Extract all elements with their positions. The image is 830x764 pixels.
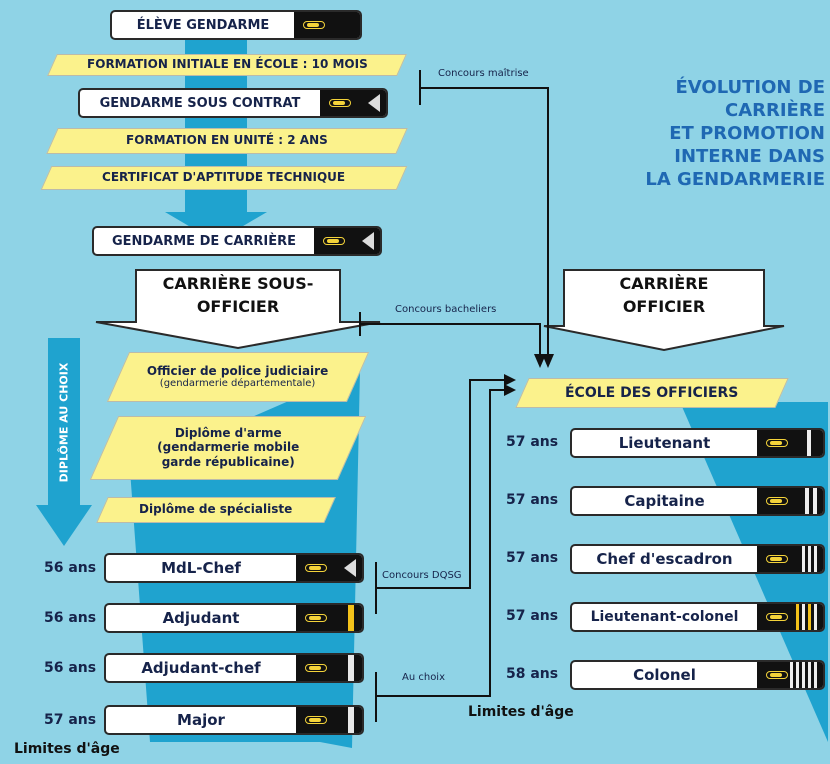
rank-lieutenant: Lieutenant xyxy=(570,428,825,458)
age-limit: 57 ans xyxy=(506,434,559,450)
insignia-icon xyxy=(757,430,823,456)
age-limit: 57 ans xyxy=(506,492,559,508)
diplome-au-choix-label: DIPLÔME AU CHOIX xyxy=(57,362,71,483)
diagram-title: ÉVOLUTION DE CARRIÈRE ET PROMOTION INTER… xyxy=(560,76,825,191)
concours-au-choix-label: Au choix xyxy=(402,672,446,683)
arrowhead-au-choix xyxy=(504,384,516,396)
diplome-arrow-shaft xyxy=(48,338,80,510)
training-banner: FORMATION INITIALE EN ÉCOLE : 10 MOIS xyxy=(47,54,407,76)
rank-adjudant-chef: Adjudant-chef xyxy=(104,653,364,683)
insignia-icon xyxy=(320,90,386,116)
concours-dqsg-label: Concours DQSG xyxy=(382,570,462,581)
diplome-specialiste-label: Diplôme de spécialiste xyxy=(139,502,293,517)
age-limit: 57 ans xyxy=(506,550,559,566)
header-carriere-sous-officier: CARRIÈRE SOUS-OFFICIER xyxy=(162,274,314,316)
rank-eleve-gendarme: ÉLÈVE GENDARME xyxy=(110,10,362,40)
arrowhead-maitrise xyxy=(542,354,554,368)
training-banner: FORMATION EN UNITÉ : 2 ANS xyxy=(46,128,408,154)
rank-label: Major xyxy=(177,711,225,729)
insignia-icon xyxy=(757,488,823,514)
rank-major: Major xyxy=(104,705,364,735)
training-label: FORMATION EN UNITÉ : 2 ANS xyxy=(126,133,328,148)
diplome-arme-line2: (gendarmerie mobile xyxy=(156,440,300,455)
title-line: CARRIÈRE xyxy=(724,100,825,121)
insignia-icon xyxy=(296,605,362,631)
concours-maitrise-label: Concours maîtrise xyxy=(438,68,529,79)
title-line: ÉVOLUTION DE xyxy=(675,77,825,98)
training-label: FORMATION INITIALE EN ÉCOLE : 10 MOIS xyxy=(86,57,368,72)
ecole-des-officiers-label: ÉCOLE DES OFFICIERS xyxy=(565,384,739,401)
rank-capitaine: Capitaine xyxy=(570,486,825,516)
title-line: LA GENDARMERIE xyxy=(645,169,825,190)
rank-label: ÉLÈVE GENDARME xyxy=(136,17,270,33)
insignia-icon xyxy=(314,228,380,254)
diplome-opj-text: Officier de police judiciaire (gendarmer… xyxy=(147,364,328,390)
concours-bacheliers-label: Concours bacheliers xyxy=(395,304,497,315)
age-limit: 56 ans xyxy=(44,660,97,676)
diplome-opj-line1: Officier de police judiciaire xyxy=(147,363,329,378)
diplome-specialiste: Diplôme de spécialiste xyxy=(96,497,336,523)
ecole-des-officiers: ÉCOLE DES OFFICIERS xyxy=(515,378,789,408)
rank-lieutenant-colonel: Lieutenant-colonel xyxy=(570,602,825,632)
diplome-arme-line3: garde républicaine) xyxy=(161,455,295,470)
arrowhead-dqsg xyxy=(504,374,516,386)
rank-label: MdL-Chef xyxy=(161,559,241,577)
rank-label: Colonel xyxy=(633,666,696,684)
insignia-icon xyxy=(757,546,823,572)
rank-label: GENDARME SOUS CONTRAT xyxy=(99,95,301,111)
limites-age-left: Limites d'âge xyxy=(14,741,120,757)
insignia-icon xyxy=(757,662,823,688)
title-line: ET PROMOTION xyxy=(669,123,825,144)
rank-label: Lieutenant xyxy=(618,434,711,452)
rank-label: Capitaine xyxy=(624,492,705,510)
rank-label: Adjudant-chef xyxy=(141,659,261,677)
limites-age-right: Limites d'âge xyxy=(468,704,574,720)
diplome-opj-line2: (gendarmerie départementale) xyxy=(160,378,316,390)
insignia-icon xyxy=(757,604,823,630)
arrowhead-bacheliers xyxy=(534,354,546,368)
training-banner: CERTIFICAT D'APTITUDE TECHNIQUE xyxy=(40,166,408,190)
rank-colonel: Colonel xyxy=(570,660,825,690)
insignia-icon xyxy=(294,12,360,38)
diplome-arrow-head xyxy=(36,505,92,546)
age-limit: 57 ans xyxy=(44,712,97,728)
age-limit: 57 ans xyxy=(506,608,559,624)
rank-gendarme-de-carriere: GENDARME DE CARRIÈRE xyxy=(92,226,382,256)
diplome-arme-text: Diplôme d'arme (gendarmerie mobile garde… xyxy=(157,426,299,469)
diplome-arme-line1: Diplôme d'arme xyxy=(174,426,282,441)
insignia-icon xyxy=(296,655,362,681)
title-line: INTERNE DANS xyxy=(674,146,825,167)
rank-mdl-chef: MdL-Chef xyxy=(104,553,364,583)
header-carriere-officier: CARRIÈRE OFFICIER xyxy=(619,274,709,316)
diplome-arme: Diplôme d'arme (gendarmerie mobile garde… xyxy=(89,416,367,480)
rank-label: Lieutenant-colonel xyxy=(590,609,739,625)
rank-gendarme-sous-contrat: GENDARME SOUS CONTRAT xyxy=(78,88,388,118)
age-limit: 56 ans xyxy=(44,610,97,626)
insignia-icon xyxy=(296,707,362,733)
training-label: CERTIFICAT D'APTITUDE TECHNIQUE xyxy=(102,170,346,185)
rank-label: Adjudant xyxy=(162,609,240,627)
age-limit: 56 ans xyxy=(44,560,97,576)
rank-label: GENDARME DE CARRIÈRE xyxy=(111,233,297,249)
so-head-arrow xyxy=(95,269,381,350)
off-head-arrow xyxy=(543,269,785,352)
diplome-opj: Officier de police judiciaire (gendarmer… xyxy=(106,352,370,402)
insignia-icon xyxy=(296,555,362,581)
age-limit: 58 ans xyxy=(506,666,559,682)
rank-adjudant: Adjudant xyxy=(104,603,364,633)
rank-chef-escadron: Chef d'escadron xyxy=(570,544,825,574)
rank-label: Chef d'escadron xyxy=(596,550,733,568)
